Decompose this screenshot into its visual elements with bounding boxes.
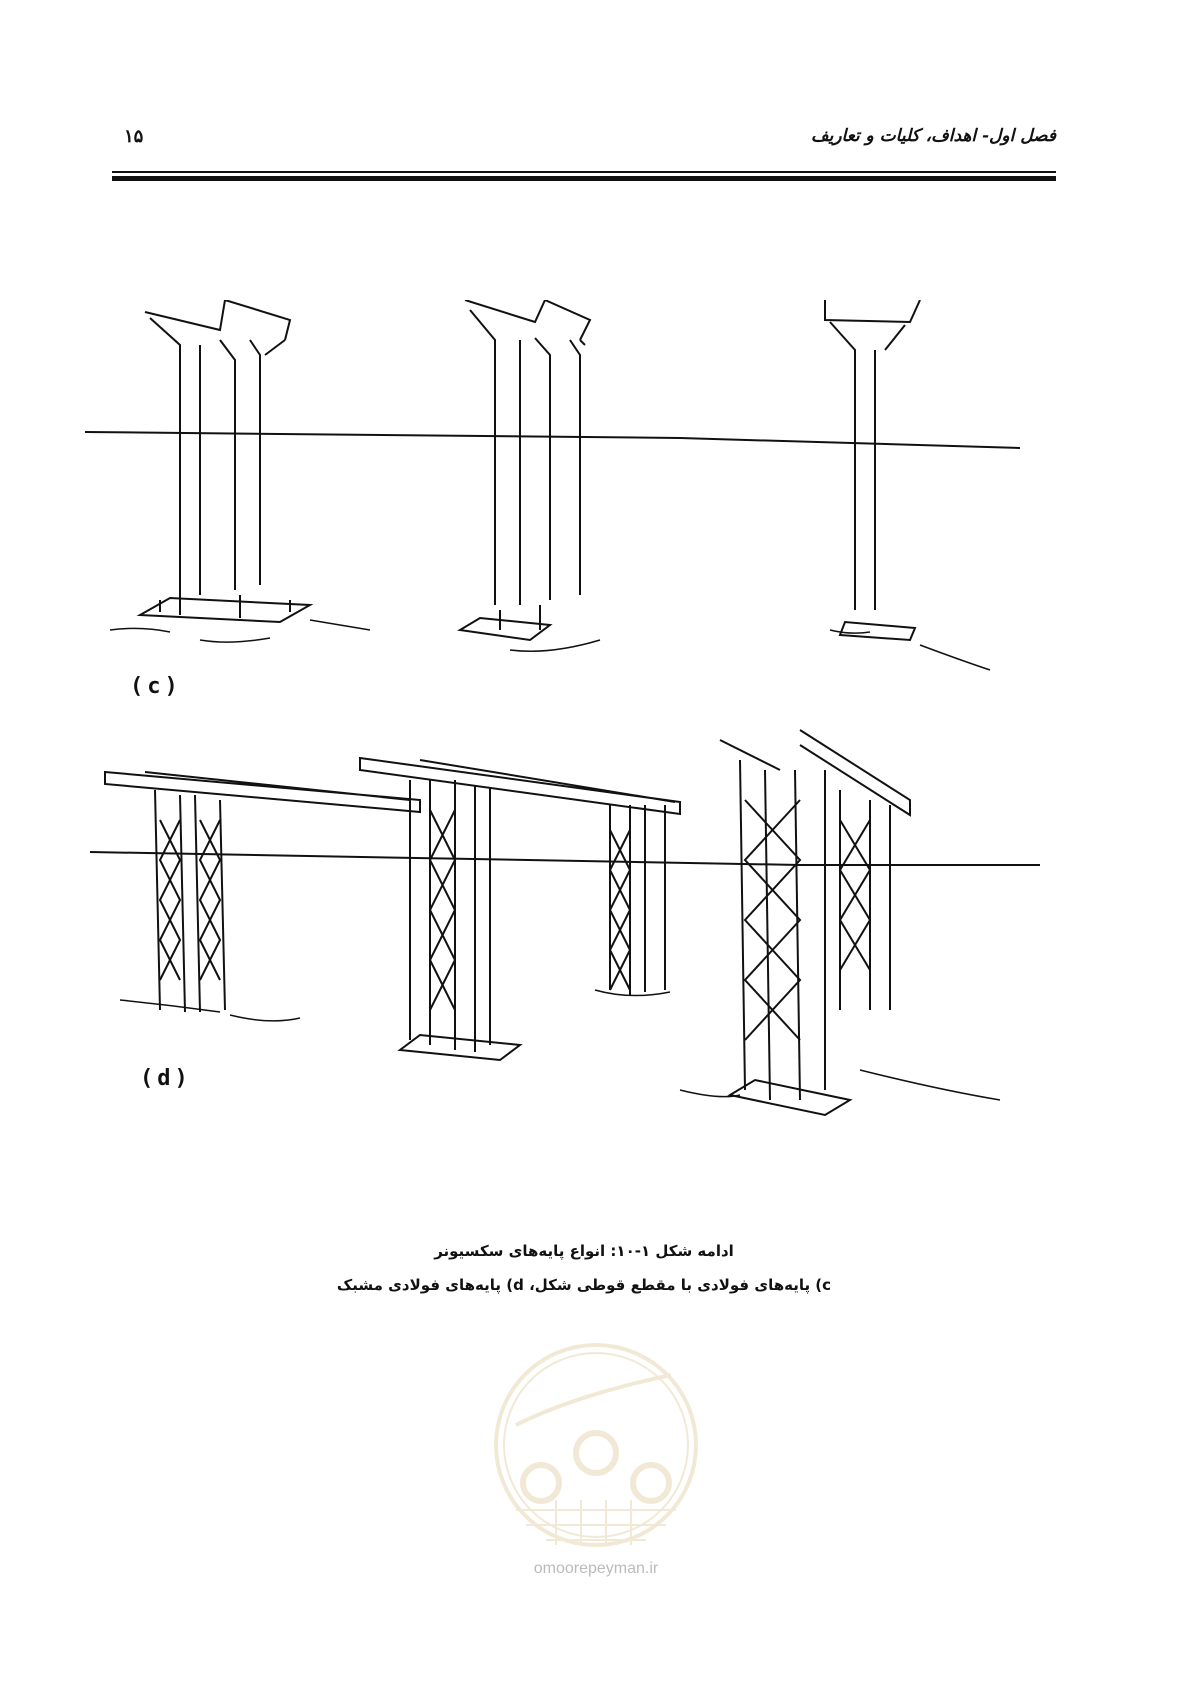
header-rule-thick — [112, 176, 1056, 181]
figure-drawing — [84, 300, 1040, 1117]
lattice-beam-1 — [104, 770, 421, 814]
lattice-column-2 — [397, 780, 523, 1062]
box-column-2 — [457, 300, 601, 652]
header-rule-thin — [112, 171, 1056, 173]
box-column-3 — [824, 300, 991, 671]
lattice-column-3 — [594, 805, 671, 997]
box-column-1 — [109, 300, 371, 643]
chapter-title: فصل اول- اهداف، کلیات و تعاریف — [810, 126, 1056, 146]
panel-label-c: (c) — [130, 674, 182, 699]
lattice-column-4 — [679, 729, 1001, 1117]
figure-disconnector-supports: (c) (d) — [80, 300, 1120, 1220]
watermark-logo-icon — [494, 1343, 698, 1547]
page-header: فصل اول- اهداف، کلیات و تعاریف ۱۵ — [112, 126, 1056, 156]
figure-caption-line2: c) پایه‌های فولادی با مقطع قوطی شکل، d) … — [336, 1276, 832, 1294]
horizon-d — [89, 851, 1040, 866]
lattice-column-1 — [119, 789, 301, 1022]
figure-caption-line1: ادامه شکل ۱-۱۰: انواع پایه‌های سکسیونر — [434, 1242, 734, 1260]
lattice-beam-2 — [359, 756, 681, 816]
horizon-c — [84, 431, 1021, 449]
panel-label-d: (d) — [140, 1066, 192, 1091]
page-number: ۱۵ — [124, 126, 144, 147]
watermark-url: omoorepeyman.ir — [533, 1560, 659, 1577]
